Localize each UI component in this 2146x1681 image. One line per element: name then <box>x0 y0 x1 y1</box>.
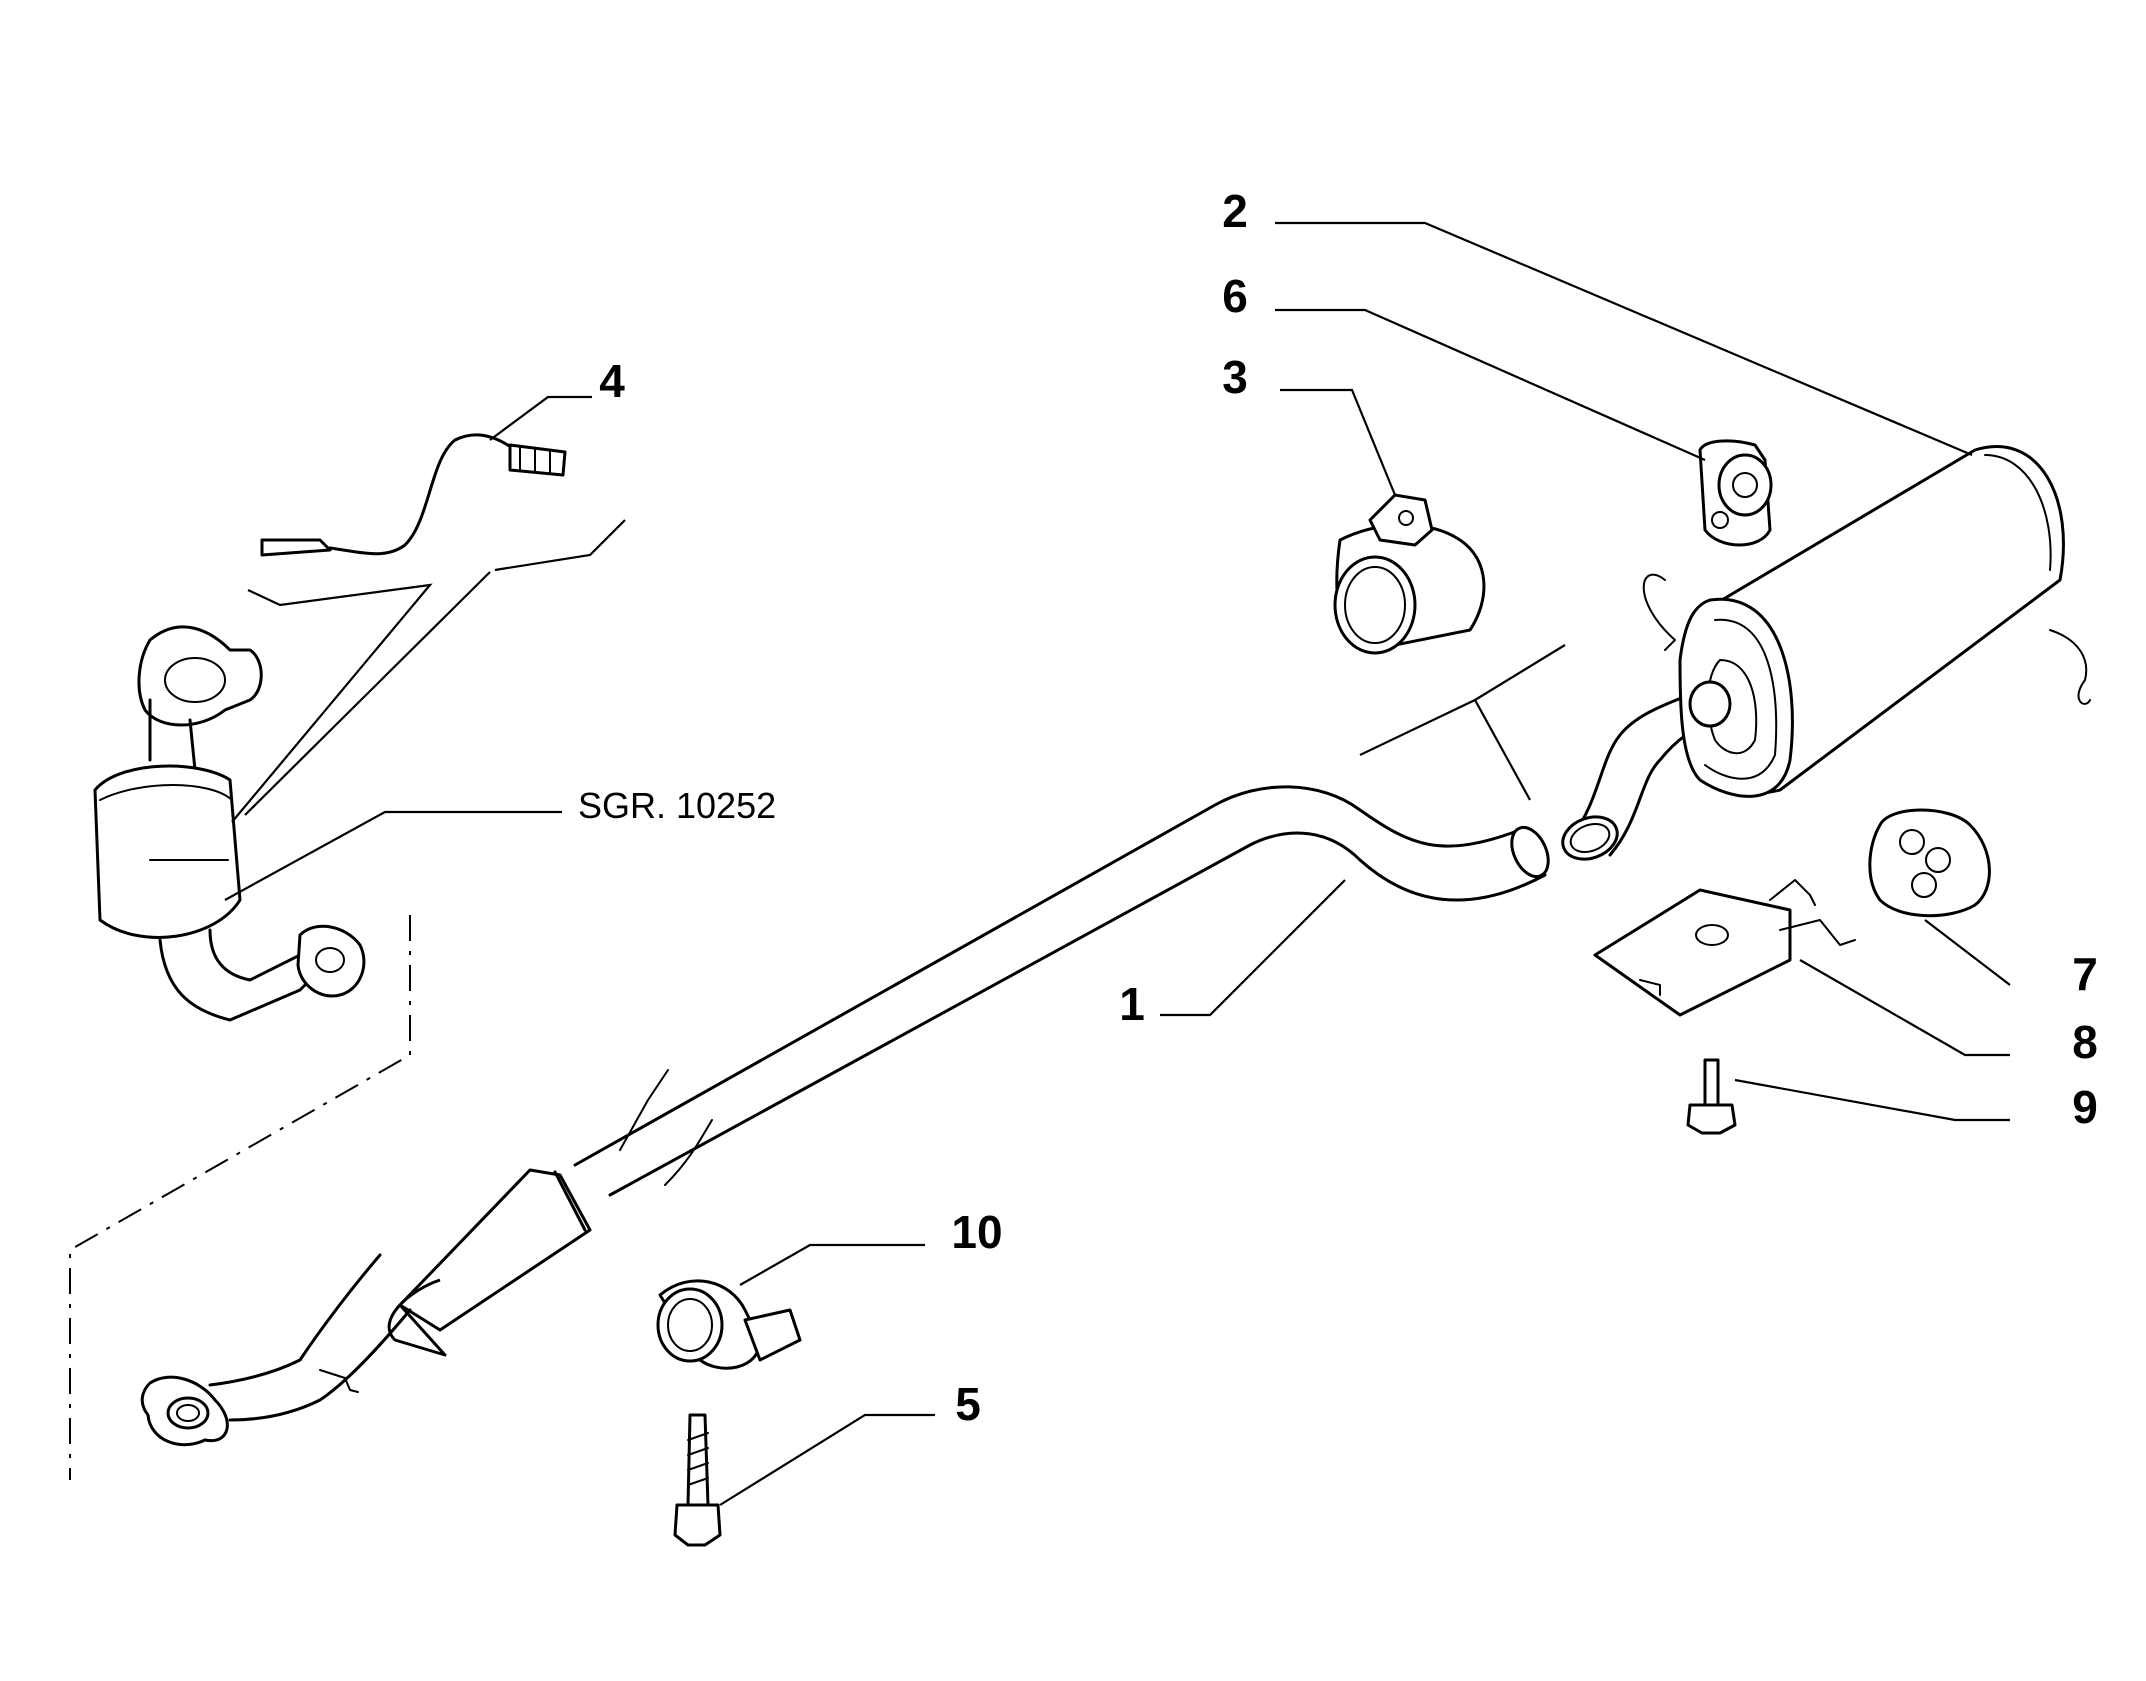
callout-labels: 1 2 3 4 5 6 7 8 9 10 SGR. 10252 <box>578 185 2098 1430</box>
reference-label: SGR. 10252 <box>578 785 776 826</box>
part-10-band-clamp <box>656 1279 802 1370</box>
catalytic-converter <box>93 625 366 1022</box>
leader-lines <box>224 221 2011 1506</box>
part-2-rear-muffler <box>1561 445 2091 861</box>
callout-3: 3 <box>1222 351 1248 403</box>
part-8-bracket <box>1593 879 1856 1017</box>
part-5-bolt <box>673 1413 722 1547</box>
callout-7: 7 <box>2072 948 2098 1000</box>
callout-9: 9 <box>2072 1081 2098 1133</box>
part-4-oxygen-sensor <box>260 433 567 557</box>
callout-2: 2 <box>1222 185 1248 237</box>
part-9-screw <box>1686 1058 1737 1135</box>
part-3-clamp <box>1333 493 1486 655</box>
dashed-link <box>69 915 411 1480</box>
front-flange <box>140 1375 229 1447</box>
callout-10: 10 <box>951 1206 1002 1258</box>
callout-1: 1 <box>1119 978 1145 1030</box>
part-1-exhaust-pipe <box>140 785 1550 1447</box>
callout-8: 8 <box>2072 1016 2098 1068</box>
callout-4: 4 <box>599 355 625 407</box>
callout-5: 5 <box>955 1378 981 1430</box>
part-7-rubber-hanger <box>1868 808 1991 918</box>
callout-6: 6 <box>1222 270 1248 322</box>
part-6-rubber-mount <box>1698 439 1773 547</box>
